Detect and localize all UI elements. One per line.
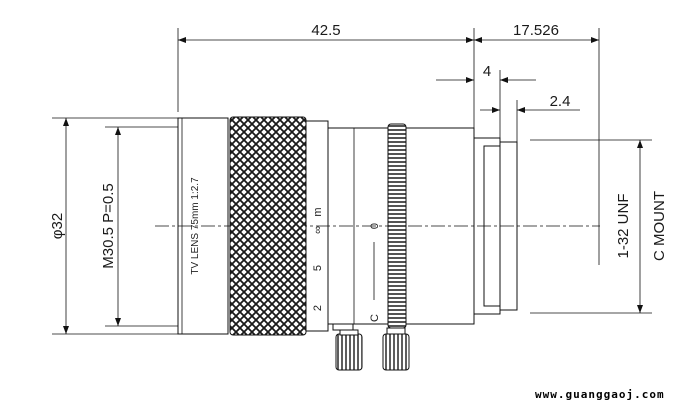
dim-outer-diameter: φ32	[49, 117, 178, 335]
watermark: www.guanggaoj.com	[535, 388, 665, 401]
iris-label-0: 0	[369, 223, 381, 229]
offset-4-label: 4	[483, 63, 491, 80]
iris-index: C 0	[369, 223, 381, 322]
focus-lock-screw	[335, 333, 363, 371]
dim-offset-4: 4	[436, 63, 536, 138]
front-barrel	[177, 117, 229, 335]
focus-scale-5: 5	[312, 265, 324, 271]
outer-diameter-label: φ32	[49, 213, 66, 239]
iris-ring	[387, 123, 407, 329]
lens-body	[177, 116, 518, 371]
focus-scale-2: 2	[312, 305, 324, 311]
dim-offset-2-4: 2.4	[480, 93, 580, 150]
focus-scale: 2 5 ∞ m	[312, 207, 324, 311]
dim-filter-thread: M30.5 P=0.5	[100, 126, 178, 327]
dim-flange-distance: 17.526	[474, 22, 600, 265]
mount-thread-label: 1-32 UNF	[615, 193, 632, 258]
flange-distance-label: 17.526	[513, 22, 559, 39]
focus-scale-unit: m	[312, 207, 324, 216]
dim-total-length: 42.5	[177, 22, 475, 138]
filter-thread-label: M30.5 P=0.5	[100, 183, 117, 268]
iris-lock-screw	[382, 333, 410, 371]
total-length-label: 42.5	[311, 22, 340, 39]
lens-model-label: TV LENS 75mm 1:2.7	[190, 177, 201, 275]
iris-label-c: C	[369, 314, 381, 322]
focus-ring-knurl	[229, 116, 307, 336]
focus-scale-infinity: ∞	[312, 226, 324, 234]
mount-type-label: C MOUNT	[651, 191, 668, 261]
offset-2-4-label: 2.4	[550, 93, 571, 110]
dim-mount: 1-32 UNF C MOUNT	[530, 139, 668, 314]
